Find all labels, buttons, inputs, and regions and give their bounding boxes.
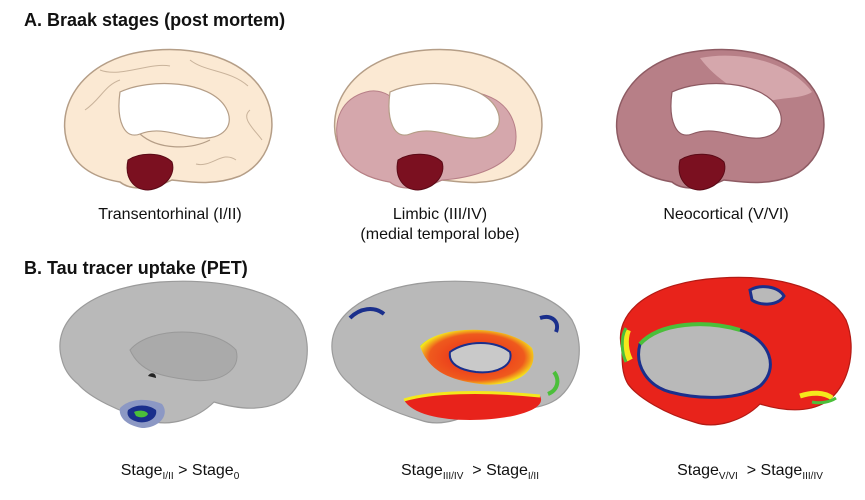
braak-brain-limbic (333, 48, 543, 191)
caption-limbic-sublabel: (medial temporal lobe) (360, 226, 520, 243)
stage-left-sub: V/VI (718, 471, 738, 483)
stage-operator: > (463, 462, 487, 479)
caption-stage-3-4-vs-1-2: StageIII/IV > StageI/II (360, 462, 580, 482)
stage-right-text: Stage (486, 462, 528, 479)
section-b-title: B. Tau tracer uptake (PET) (24, 258, 248, 278)
braak-brain-neocortical (615, 48, 825, 191)
braak-brain-transentorhinal (63, 48, 273, 191)
stage-left-text: Stage (677, 462, 719, 479)
stage-right-sub: I/II (527, 471, 539, 483)
stage-right-sub: III/IV (802, 471, 823, 483)
stage-right-text: Stage (191, 462, 234, 479)
pet-brain-stage-3-4 (331, 280, 580, 424)
stage-operator: > (737, 462, 761, 479)
stage-operator: > (173, 462, 192, 479)
stage-left-text: Stage (120, 462, 163, 479)
section-a-title: A. Braak stages (post mortem) (24, 10, 286, 30)
stage-right-text: Stage (760, 462, 803, 479)
caption-stage-5-6-vs-3-4: StageV/VI > StageIII/IV (640, 462, 860, 482)
pet-brain-stage-1-2 (59, 280, 308, 428)
caption-neocortical: Neocortical (V/VI) (663, 206, 789, 223)
caption-limbic: Limbic (III/IV) (392, 206, 488, 223)
stage-left-sub: I/II (162, 471, 174, 483)
caption-transentorhinal: Transentorhinal (I/II) (98, 206, 242, 223)
pet-brain-stage-5-6 (619, 276, 852, 426)
stage-left-text: Stage (401, 462, 443, 479)
stage-right-sub: 0 (233, 471, 240, 483)
caption-stage-1-2-vs-0: StageI/II > Stage0 (80, 462, 280, 482)
stage-left-sub: III/IV (442, 471, 464, 483)
